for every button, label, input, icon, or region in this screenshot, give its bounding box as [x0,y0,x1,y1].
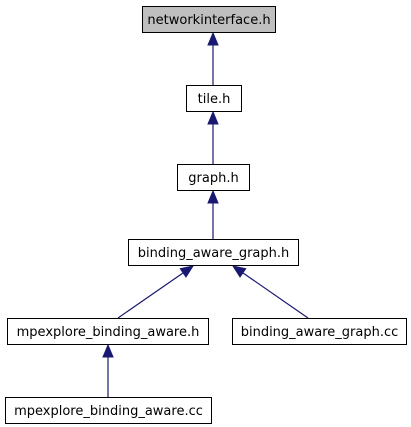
node-label: tile.h [198,92,231,107]
edge-graph-to-tile [207,110,219,164]
edge-binding_aware_graph_cc-to-binding_aware_graph [231,265,309,319]
node-mpexplore_binding_aware_cc[interactable]: mpexplore_binding_aware.cc [5,397,212,424]
node-label: binding_aware_graph.cc [241,325,399,340]
node-box [177,164,250,191]
node-box [7,318,209,345]
edge-mpexplore_binding_aware_cc-to-mpexplore_binding_aware_h [102,343,114,397]
node-label: graph.h [188,171,238,186]
arrowhead-icon [207,31,219,46]
arrowhead-icon [231,265,247,278]
edge-line [242,272,309,319]
node-box [142,6,276,33]
node-box [186,85,242,112]
node-mpexplore_binding_aware_h[interactable]: mpexplore_binding_aware.h [7,318,209,345]
node-label: mpexplore_binding_aware.cc [14,404,203,419]
edge-mpexplore_binding_aware_h-to-binding_aware_graph [117,265,195,319]
node-box [5,397,212,424]
node-graph[interactable]: graph.h [177,164,250,191]
node-label: mpexplore_binding_aware.h [17,325,200,340]
node-binding_aware_graph_cc[interactable]: binding_aware_graph.cc [232,318,407,345]
arrowhead-icon [102,343,114,358]
node-label: networkinterface.h [147,13,270,28]
node-tile[interactable]: tile.h [186,85,242,112]
edge-binding_aware_graph-to-graph [207,189,219,239]
edges-layer [102,31,309,397]
node-label: binding_aware_graph.h [138,246,290,261]
node-box [128,239,299,266]
arrowhead-icon [207,189,219,204]
node-box [232,318,407,345]
node-networkinterface: networkinterface.h [142,6,276,33]
nodes-layer: networkinterface.h tile.h graph.h binding_a… [5,6,407,424]
arrowhead-icon [179,265,195,278]
node-binding_aware_graph[interactable]: binding_aware_graph.h [128,239,299,266]
edge-line [117,272,184,319]
edge-tile-to-networkinterface [207,31,219,85]
arrowhead-icon [207,110,219,125]
